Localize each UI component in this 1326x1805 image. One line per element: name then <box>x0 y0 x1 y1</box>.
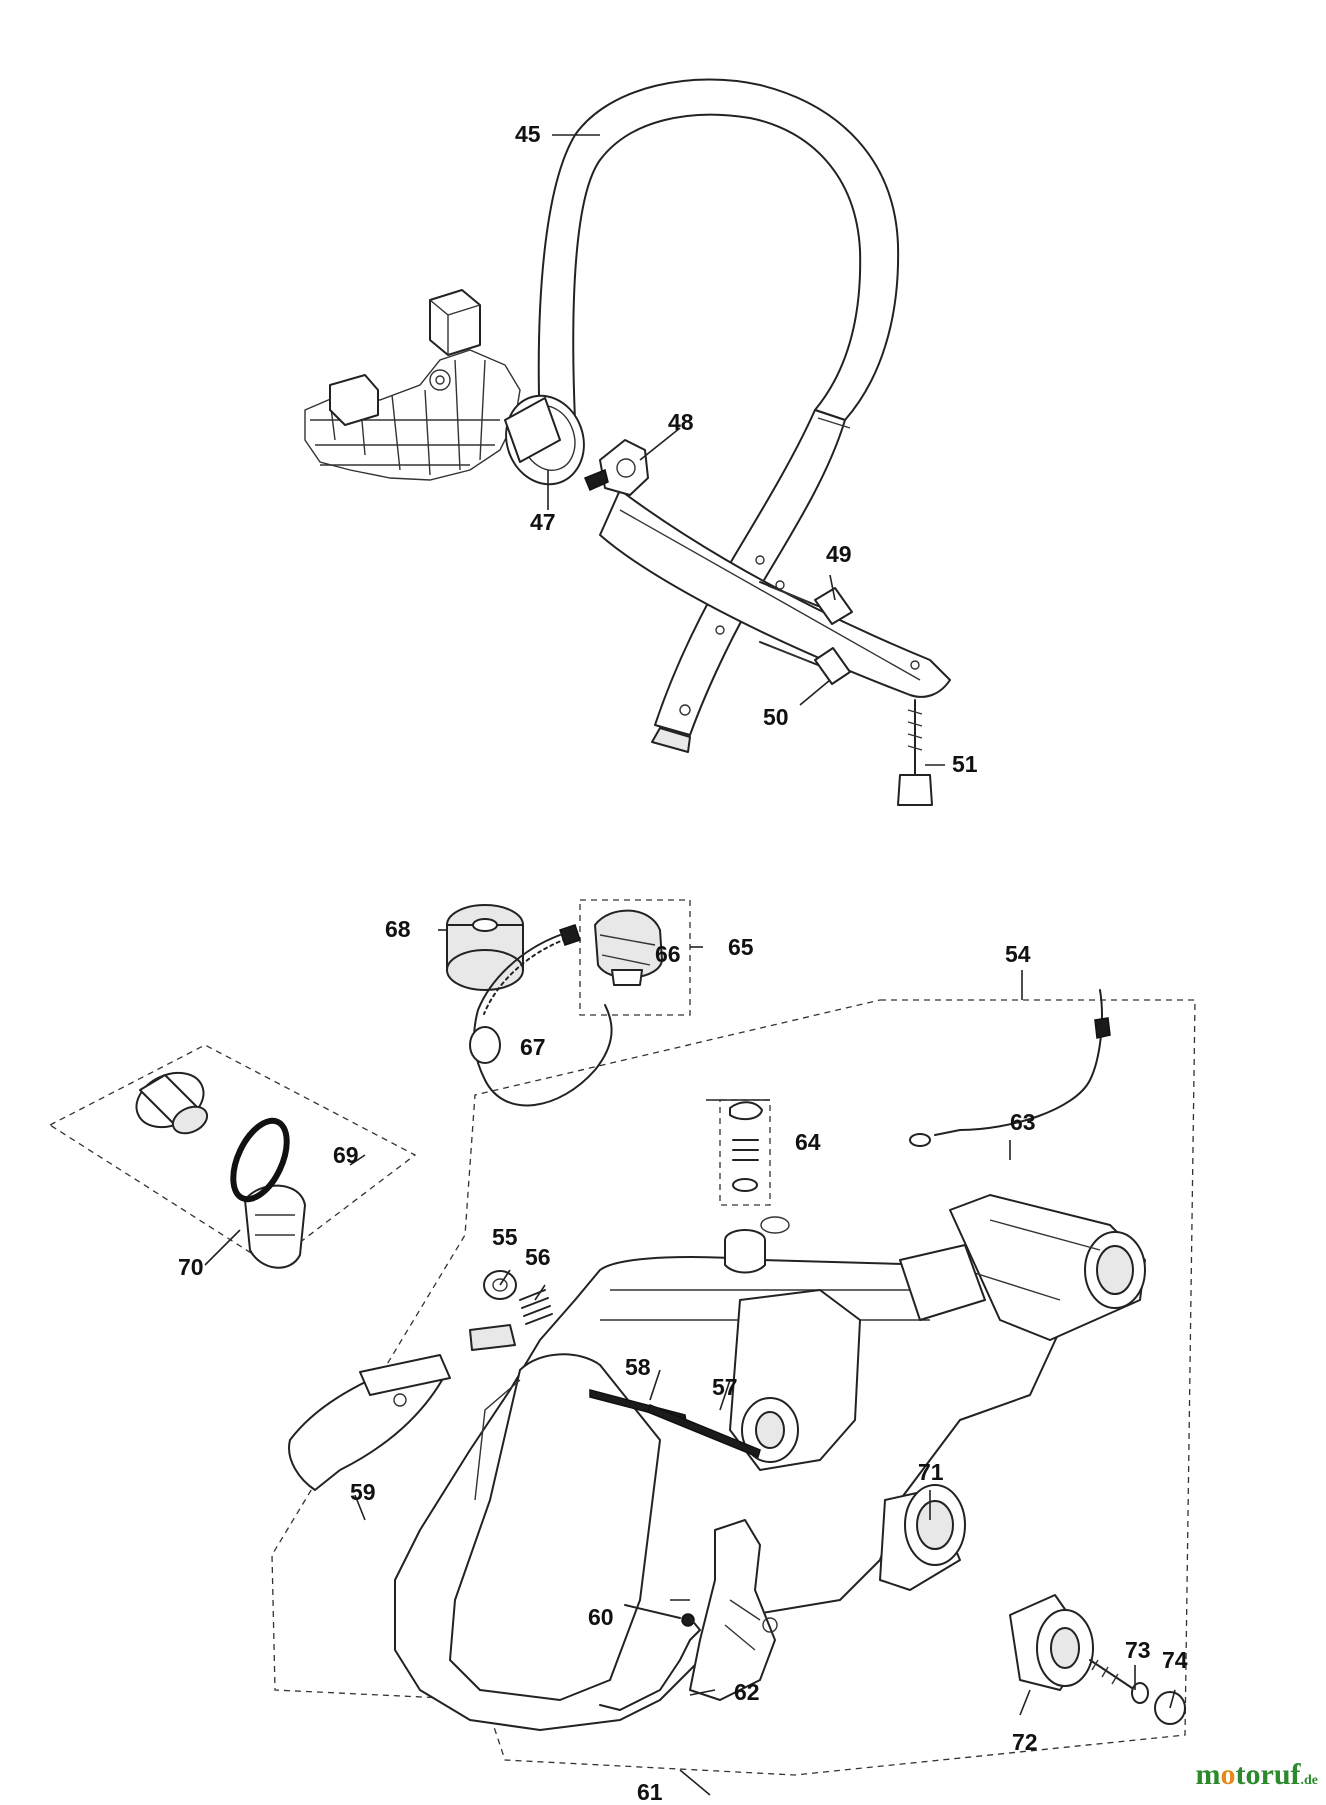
part-label-62: 62 <box>734 1679 760 1705</box>
watermark-domain: .de <box>1300 1773 1319 1788</box>
dashed-group-65 <box>579 899 691 1016</box>
part-label-73: 73 <box>1125 1637 1151 1663</box>
part-label-61: 61 <box>637 1779 663 1800</box>
bushing-71 <box>879 1484 966 1591</box>
engine-frame-fragment <box>304 289 521 481</box>
part-label-56: 56 <box>525 1244 551 1270</box>
part-label-64: 64 <box>795 1129 821 1155</box>
dashed-group-64 <box>719 1099 771 1206</box>
part-label-70: 70 <box>178 1254 204 1280</box>
part-label-74: 74 <box>1162 1647 1188 1673</box>
screw-73 <box>1089 1659 1149 1704</box>
part-label-63: 63 <box>1010 1109 1036 1135</box>
o-ring-70 <box>230 1117 290 1203</box>
tank-tube-section <box>899 1194 1146 1341</box>
part-label-67: 67 <box>520 1034 546 1060</box>
part-label-60: 60 <box>588 1604 614 1630</box>
watermark-m: m <box>1195 1758 1221 1791</box>
cover-59 <box>288 1354 451 1491</box>
part-number-labels: 45 47 48 49 50 51 54 55 56 57 58 59 60 6… <box>178 121 1188 1805</box>
screw-50 <box>759 641 851 685</box>
part-label-71: 71 <box>918 1459 944 1485</box>
part-label-57: 57 <box>712 1374 738 1400</box>
part-label-65: 65 <box>728 934 754 960</box>
part-label-54: 54 <box>1005 941 1031 967</box>
throttle-trigger-62 <box>689 1519 778 1701</box>
part-label-50: 50 <box>763 704 789 730</box>
mount-nut <box>584 439 649 496</box>
screw-51 <box>897 699 933 806</box>
fuel-hose-67 <box>469 924 613 1107</box>
part-label-58: 58 <box>625 1354 651 1380</box>
pin-60 <box>624 1604 695 1627</box>
part-label-48: 48 <box>668 409 694 435</box>
watermark-rest: toruf <box>1235 1758 1301 1791</box>
spring-61 <box>599 1617 701 1711</box>
part-label-72: 72 <box>1012 1729 1038 1755</box>
part-label-45: 45 <box>515 121 541 147</box>
handle-bracket <box>599 489 951 698</box>
part-label-66: 66 <box>655 941 681 967</box>
dashed-group-69 <box>48 1044 417 1266</box>
watermark-logo: motoruf.de <box>1196 1758 1318 1792</box>
part-label-47: 47 <box>530 509 556 535</box>
tank-neck <box>724 1229 766 1274</box>
throttle-cable-63 <box>909 989 1111 1147</box>
part-label-49: 49 <box>826 541 852 567</box>
part-label-51: 51 <box>952 751 978 777</box>
part-label-69: 69 <box>333 1142 359 1168</box>
part-label-68: 68 <box>385 916 411 942</box>
air-filter-68 <box>446 904 524 991</box>
rear-handle-housing <box>394 1216 1061 1731</box>
screw-49 <box>759 581 853 625</box>
fuel-filter-66 <box>594 909 663 986</box>
watermark-o: o <box>1220 1758 1236 1791</box>
end-cap-72 <box>1009 1594 1094 1691</box>
part-label-59: 59 <box>350 1479 376 1505</box>
rubber-sleeve <box>504 394 585 486</box>
part-label-55: 55 <box>492 1224 518 1250</box>
pins-57-58 <box>589 1389 761 1459</box>
tank-cap-69 <box>135 1071 306 1269</box>
spring-56 <box>519 1289 553 1325</box>
leader-lines <box>204 134 1176 1796</box>
